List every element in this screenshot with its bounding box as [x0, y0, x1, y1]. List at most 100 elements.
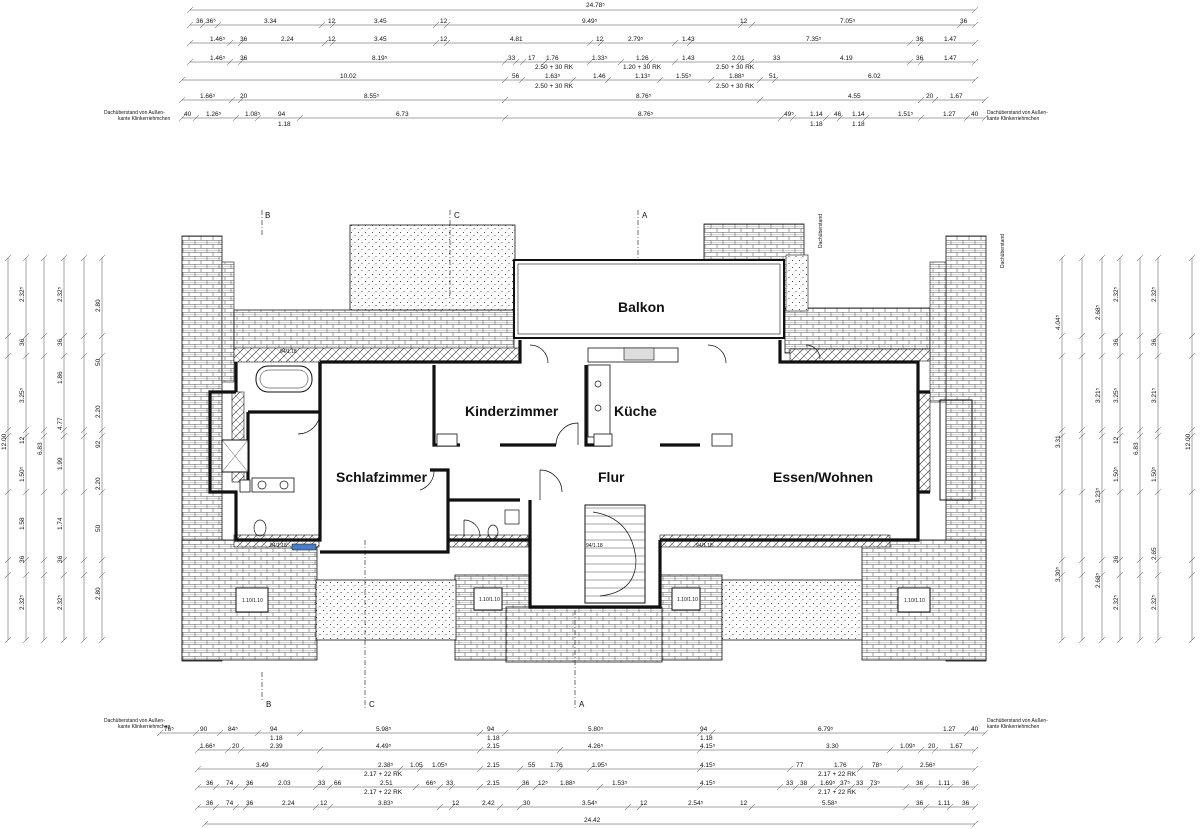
- dim-label: 36: [960, 18, 968, 25]
- dim-label: 36: [916, 36, 924, 43]
- dimension-tick: [60, 432, 68, 440]
- terrace-gravel: [315, 224, 863, 641]
- dimension-tick: [917, 114, 925, 122]
- dimension-tick: [931, 746, 939, 754]
- dim-label: 2.65: [1151, 547, 1158, 560]
- dim-label: 66⁵: [426, 780, 436, 787]
- dim-label: 1.43: [682, 55, 695, 62]
- dim-label: 1.18: [852, 121, 865, 128]
- dimension-tick: [1098, 432, 1106, 440]
- dimension-tick: [836, 114, 844, 122]
- dimension-tick: [396, 765, 404, 773]
- dimension-tick: [946, 783, 954, 791]
- left-mid-dim: 6.83: [37, 442, 44, 455]
- dimension-tick: [902, 803, 910, 811]
- dim-label: 36: [962, 800, 970, 807]
- dimension-tick: [501, 96, 509, 104]
- dimension-tick: [60, 571, 68, 579]
- dimension-tick: [1116, 332, 1124, 340]
- dim-label: 2.15: [487, 762, 500, 769]
- dimension-tick: [186, 39, 194, 47]
- dim-label: 2.50 + 30 RK: [716, 83, 755, 90]
- dimension-tick: [4, 556, 12, 564]
- dimension-tick: [40, 432, 48, 440]
- dimension-tick: [1058, 352, 1066, 360]
- dimension-tick: [777, 114, 785, 122]
- top-dim-row-2: 36 36⁵ 3.34 12 3.45 12 9.49⁵ 12 7.05⁵ 36: [196, 18, 968, 25]
- dim-label: 12: [1113, 436, 1120, 444]
- dimension-tick: [232, 114, 240, 122]
- dimension-tick: [1116, 571, 1124, 579]
- dimension-tick: [617, 58, 625, 66]
- dimension-tick: [326, 803, 334, 811]
- dim-label: 5.58⁵: [822, 800, 838, 807]
- section-lines: B C A B C A: [261, 210, 648, 709]
- dim-label: 33: [786, 780, 794, 787]
- dimension-tick: [696, 783, 704, 791]
- dim-label: 1.50⁵: [1151, 466, 1158, 482]
- dim-label: 92: [95, 440, 102, 448]
- dim-label: 1.18: [810, 121, 823, 128]
- dim-label: 2.24: [281, 36, 294, 43]
- dimension-tick: [178, 114, 186, 122]
- doors: [297, 344, 821, 537]
- dim-label: 2.51: [380, 780, 393, 787]
- overhang-note-right-1: Dachüberstand von Außen-: [987, 110, 1048, 116]
- dimension-tick: [1058, 426, 1066, 434]
- dim-label: 10.02: [340, 73, 357, 80]
- dim-label: 8.76⁵: [636, 93, 652, 100]
- dim-label: 74: [226, 780, 234, 787]
- dim-label: 1.18: [270, 735, 283, 742]
- dimension-tick: [1116, 352, 1124, 360]
- dimension-tick: [569, 76, 577, 84]
- dimension-tick: [254, 114, 262, 122]
- dimension-tick: [737, 21, 745, 29]
- dim-label: 1.14: [852, 111, 865, 118]
- dimension-tick: [1058, 571, 1066, 579]
- dim-label: 36: [196, 18, 204, 25]
- dim-label: 36: [246, 800, 254, 807]
- dimension-tick: [1078, 432, 1086, 440]
- dim-label: 4.15⁵: [700, 762, 716, 769]
- dimension-tick: [232, 783, 240, 791]
- dim-label: 94: [700, 726, 708, 733]
- dimension-tick: [98, 432, 106, 440]
- dimension-tick: [1078, 488, 1086, 496]
- dim-label: 12: [440, 18, 448, 25]
- window-label: 1.10/1.10: [479, 597, 500, 603]
- dimension-tick: [22, 254, 30, 262]
- dimension-tick: [1188, 254, 1196, 262]
- dim-label: 3.45: [374, 18, 387, 25]
- dim-label: 2.80: [95, 299, 102, 312]
- dimension-tick: [1188, 332, 1196, 340]
- dimension-tick: [696, 765, 704, 773]
- dim-label: 2.17 + 22 RK: [818, 771, 857, 778]
- balcony: [513, 259, 785, 339]
- dimension-tick: [1058, 432, 1066, 440]
- dimension-tick: [98, 352, 106, 360]
- dimension-tick: [1154, 332, 1162, 340]
- dim-label: 2.32⁵: [1113, 594, 1120, 610]
- dimension-tick: [237, 746, 245, 754]
- dim-label: 17: [528, 55, 536, 62]
- dimension-tick: [656, 76, 664, 84]
- dimension-tick: [604, 76, 612, 84]
- dim-label: 2.32⁵: [1151, 286, 1158, 302]
- dim-label: 3.25⁵: [19, 387, 26, 403]
- dimension-tick: [971, 746, 979, 754]
- dimension-tick: [1188, 636, 1196, 644]
- dim-label: 2.54⁵: [688, 800, 704, 807]
- dim-label: 1.26⁵: [206, 111, 222, 118]
- overhang-note-br-1: Dachüberstand von Außen-: [987, 718, 1048, 724]
- dimension-tick: [98, 426, 106, 434]
- dimension-tick: [756, 96, 764, 104]
- dimension-tick: [917, 746, 925, 754]
- dimension-tick: [242, 783, 250, 791]
- dimension-tick: [237, 96, 245, 104]
- dimension-tick: [186, 6, 194, 14]
- dimension-tick: [906, 39, 914, 47]
- dim-label: 1.46⁵: [210, 55, 226, 62]
- dimension-tick: [1116, 556, 1124, 564]
- dim-label: 12: [452, 800, 460, 807]
- dim-label: 1.43: [682, 36, 695, 43]
